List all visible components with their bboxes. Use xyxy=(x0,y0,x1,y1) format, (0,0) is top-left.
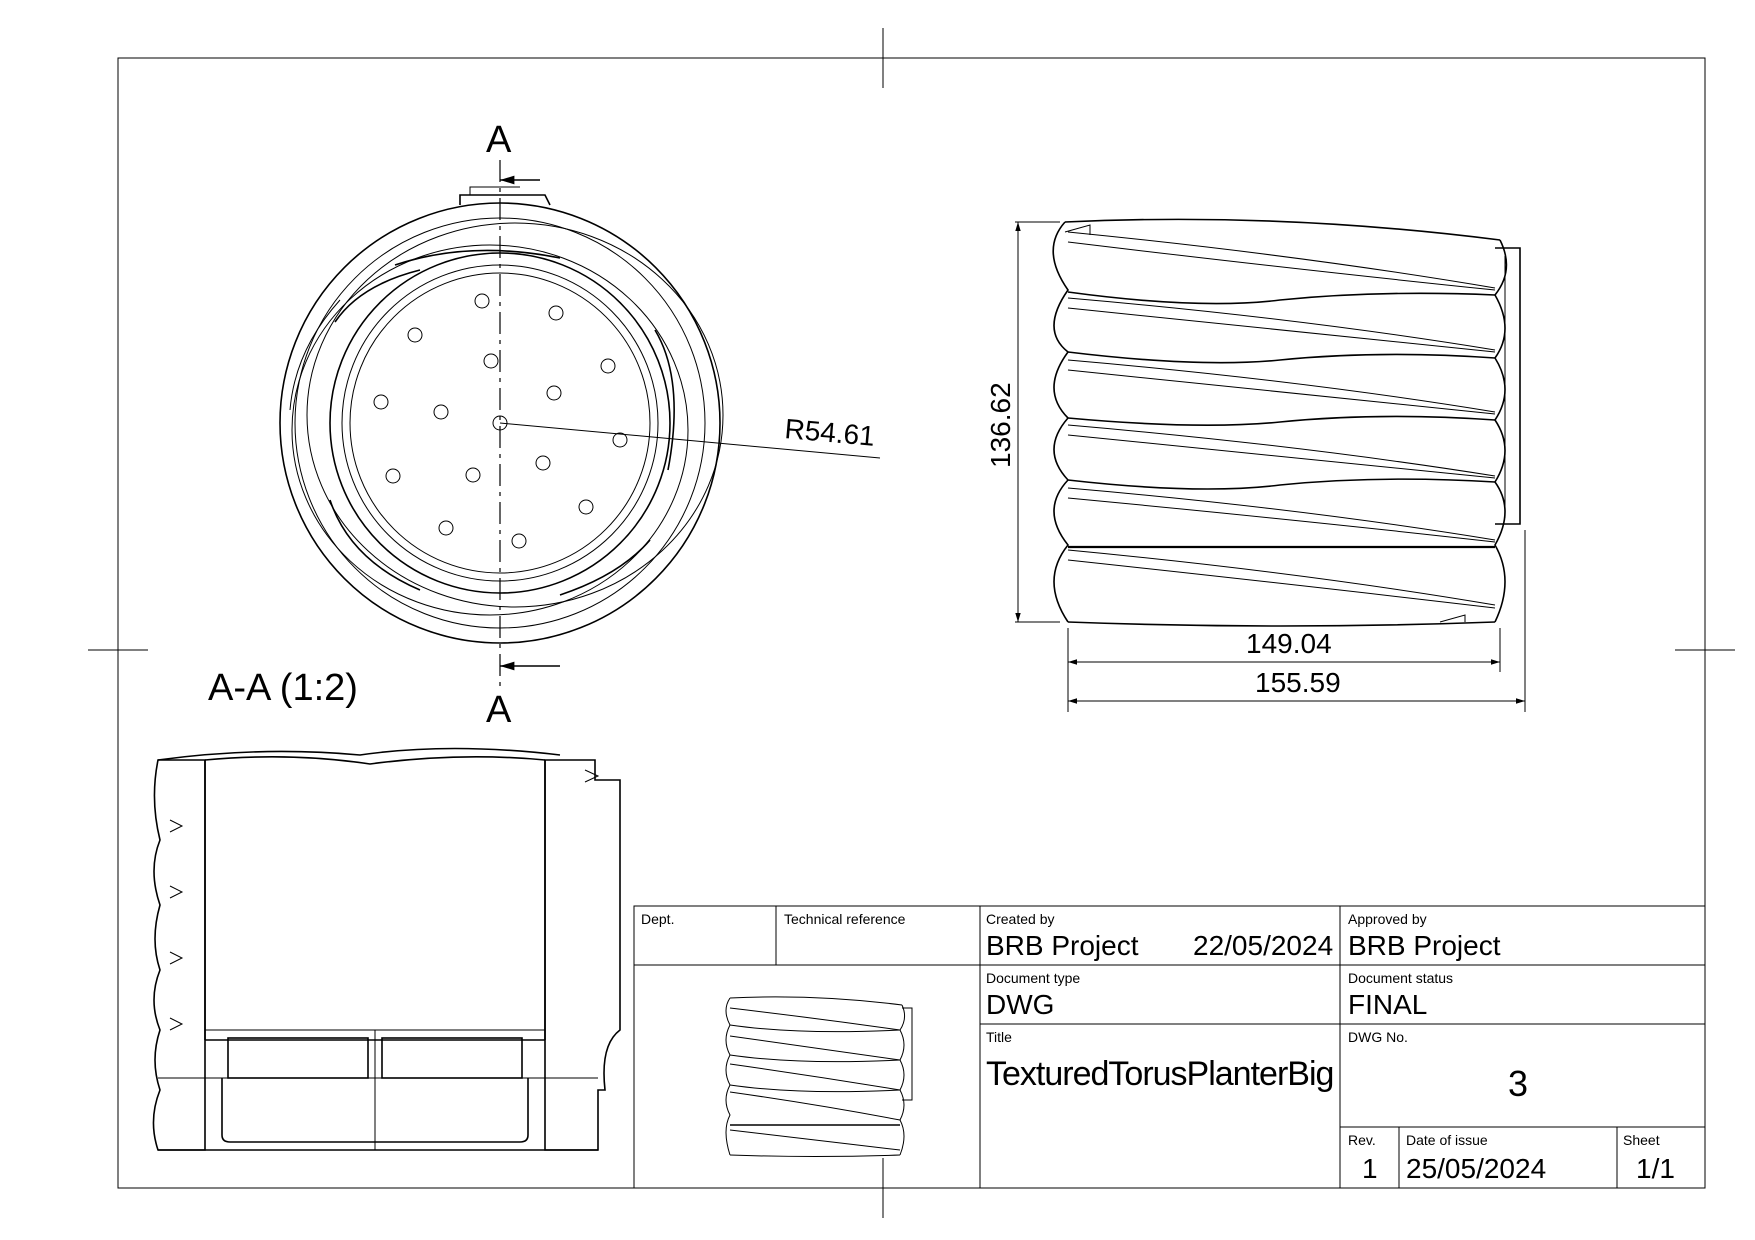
section-marker-top: A xyxy=(486,119,512,161)
date-of-issue-value: 25/05/2024 xyxy=(1406,1153,1547,1184)
section-view: A-A (1:2) xyxy=(152,667,621,1151)
title-value: TexturedTorusPlanterBig xyxy=(986,1055,1334,1093)
radius-dimension: R54.61 xyxy=(783,413,876,452)
approved-by-value: BRB Project xyxy=(1348,930,1501,961)
dwg-number-label: DWG No. xyxy=(1348,1029,1408,1045)
created-by-value: BRB Project xyxy=(986,930,1139,961)
approved-by-label: Approved by xyxy=(1348,911,1427,927)
width-outer-dimension: 155.59 xyxy=(1255,667,1341,698)
document-status-label: Document status xyxy=(1348,970,1454,986)
thumbnail-view xyxy=(725,996,913,1157)
width-inner-dimension: 149.04 xyxy=(1246,628,1332,659)
revision-label: Rev. xyxy=(1348,1132,1376,1148)
revision-value: 1 xyxy=(1362,1153,1378,1184)
dept-label: Dept. xyxy=(641,911,675,927)
front-view: 136.62 149.04 155.59 xyxy=(985,218,1526,712)
created-by-label: Created by xyxy=(986,911,1055,927)
document-type-label: Document type xyxy=(986,970,1081,986)
top-view: A A R54.61 xyxy=(279,119,881,731)
technical-reference-label: Technical reference xyxy=(784,911,906,927)
height-dimension: 136.62 xyxy=(985,382,1016,468)
title-label: Title xyxy=(986,1029,1012,1045)
dwg-number-value: 3 xyxy=(1508,1063,1529,1104)
section-view-label: A-A (1:2) xyxy=(208,667,358,709)
date-of-issue-label: Date of issue xyxy=(1406,1132,1488,1148)
sheet-label: Sheet xyxy=(1623,1132,1660,1148)
title-block-grid xyxy=(633,905,1706,1189)
document-status-value: FINAL xyxy=(1348,989,1428,1020)
sheet-value: 1/1 xyxy=(1636,1153,1675,1184)
document-type-value: DWG xyxy=(986,989,1055,1020)
section-marker-bottom: A xyxy=(486,689,512,731)
created-date: 22/05/2024 xyxy=(1193,930,1334,961)
